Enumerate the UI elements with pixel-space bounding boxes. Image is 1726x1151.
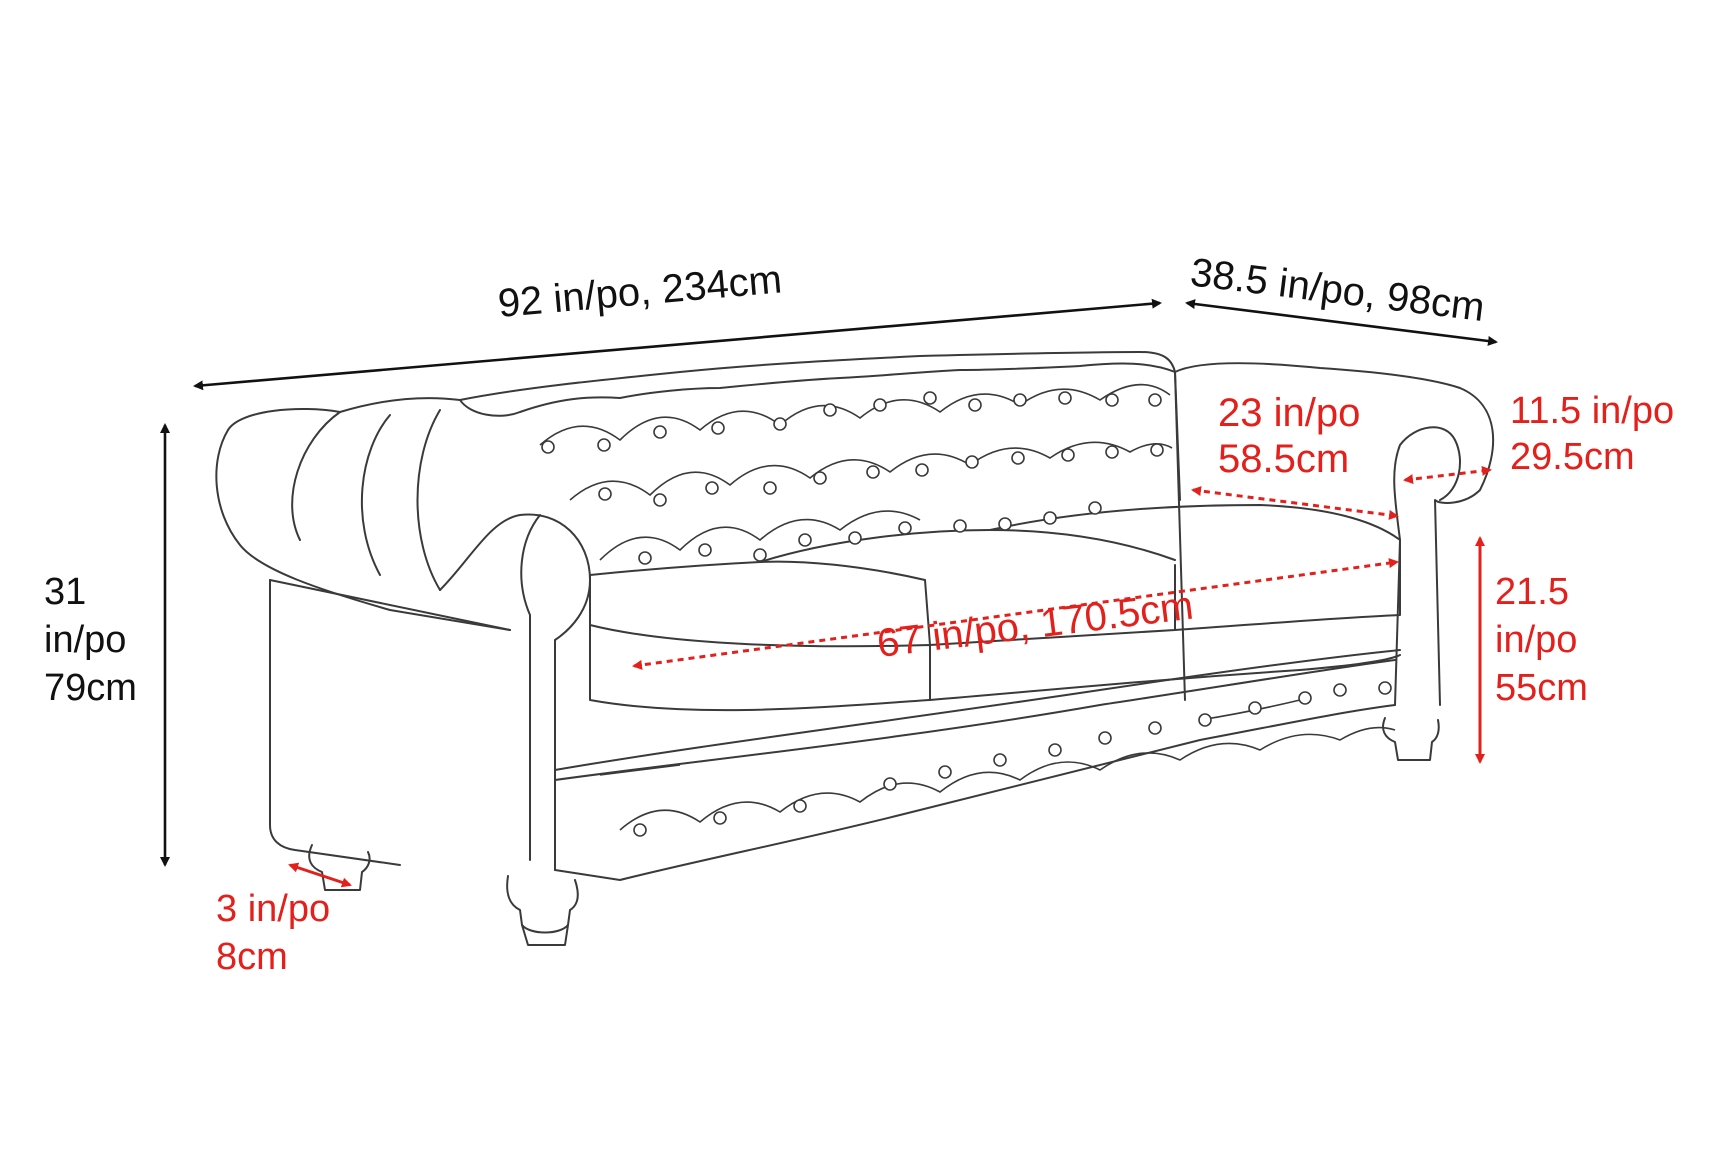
seat-height-label: 21.5 in/po 55cm [1495,568,1588,712]
arm-width-arrow [1403,465,1492,485]
seat-height-line-3: 55cm [1495,667,1588,709]
tuft-buttons [541,391,1392,837]
seat-depth-line-2: 58.5cm [1218,437,1350,481]
seat-height-line-2: in/po [1495,619,1578,661]
width-arrow [193,298,1162,391]
seat-depth-arrow [1191,486,1399,520]
height-line-2: in/po [44,619,127,661]
leg-height-line-1: 3 in/po [216,888,331,930]
height-line-1: 31 [44,571,87,613]
overall-height-label: 31 in/po 79cm [44,568,137,712]
seat-depth-line-1: 23 in/po [1218,391,1361,435]
detail-dimension-arrows [288,465,1492,888]
leg-height-label: 3 in/po 8cm [216,885,330,981]
height-line-3: 79cm [44,667,137,709]
arm-width-label: 11.5 in/po 29.5cm [1510,388,1674,480]
leg-height-line-2: 8cm [216,936,288,978]
depth-arrow [1185,299,1498,346]
leg-height-arrow [288,862,352,888]
arm-width-line-2: 29.5cm [1510,436,1635,478]
overall-dimension-arrows [160,298,1498,867]
seat-depth-label: 23 in/po 58.5cm [1218,390,1360,482]
seat-height-line-1: 21.5 [1495,571,1569,613]
arm-width-line-1: 11.5 in/po [1510,390,1675,432]
seat-width-arrow [632,558,1399,670]
